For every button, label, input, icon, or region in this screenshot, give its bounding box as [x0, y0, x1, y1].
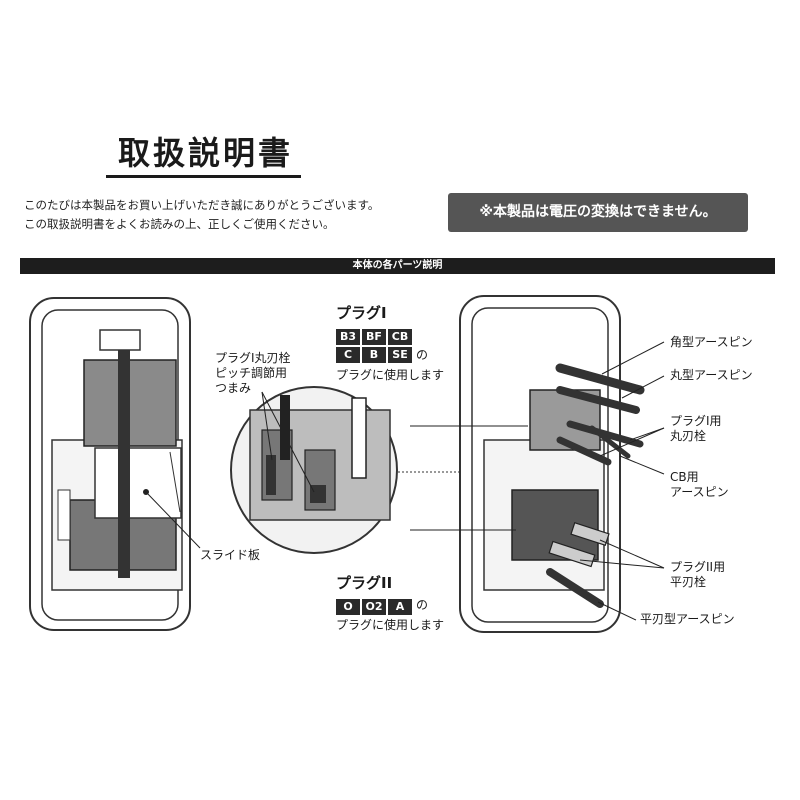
plug1-code: B3 [336, 329, 360, 345]
plug2-flat-pins-label: プラグII用 平刃栓 [670, 560, 726, 589]
plug2-suffix: の [416, 598, 429, 612]
plug2-codes: O O2 A [336, 599, 412, 615]
plug2-code: A [388, 599, 412, 615]
plug1-code: C [336, 347, 360, 363]
flat-earth-label: 平刃型アースピン [640, 612, 735, 626]
left-device-illustration [29, 297, 201, 631]
plug1-usage: プラグに使用します [336, 368, 445, 382]
voltage-notice: ※本製品は電圧の変換はできません。 [448, 193, 748, 232]
intro-text: このたびは本製品をお買い上げいただき誠にありがとうございます。 この取扱説明書を… [24, 196, 379, 234]
plug1-code: B [362, 347, 386, 363]
plug1-code: SE [388, 347, 412, 363]
intro-line-2: この取扱説明書をよくお読みの上、正しくご使用ください。 [24, 217, 335, 231]
slide-plate-label: スライド板 [200, 548, 261, 562]
plug1-block: プラグI B3 BF CB C B SE [336, 302, 422, 363]
plug2-title: プラグII [336, 574, 393, 592]
plug2-block: プラグII O O2 A [336, 572, 412, 615]
page-title: 取扱説明書 [118, 134, 294, 172]
plug2-usage: プラグに使用します [336, 618, 445, 632]
right-device-illustration [459, 295, 645, 633]
title-underline [106, 175, 301, 178]
square-earth-label: 角型アースピン [670, 335, 753, 349]
cb-earth-label: CB用 アースピン [670, 470, 729, 499]
plug2-code: O [336, 599, 360, 615]
plug1-codes: B3 BF CB C B SE [336, 329, 422, 363]
zoom-detail-circle [230, 386, 398, 554]
plug1-suffix: の [416, 348, 429, 362]
section-bar: 本体の各パーツ説明 [20, 258, 775, 274]
pitch-knob-label: プラグI丸刃栓 ピッチ調節用 つまみ [215, 351, 291, 395]
plug1-round-pins-label: プラグI用 丸刃栓 [670, 414, 722, 443]
plug1-title: プラグI [336, 304, 387, 322]
plug2-code: O2 [362, 599, 386, 615]
intro-line-1: このたびは本製品をお買い上げいただき誠にありがとうございます。 [24, 198, 380, 212]
plug1-code: BF [362, 329, 386, 345]
plug1-code: CB [388, 329, 412, 345]
round-earth-label: 丸型アースピン [670, 368, 753, 382]
